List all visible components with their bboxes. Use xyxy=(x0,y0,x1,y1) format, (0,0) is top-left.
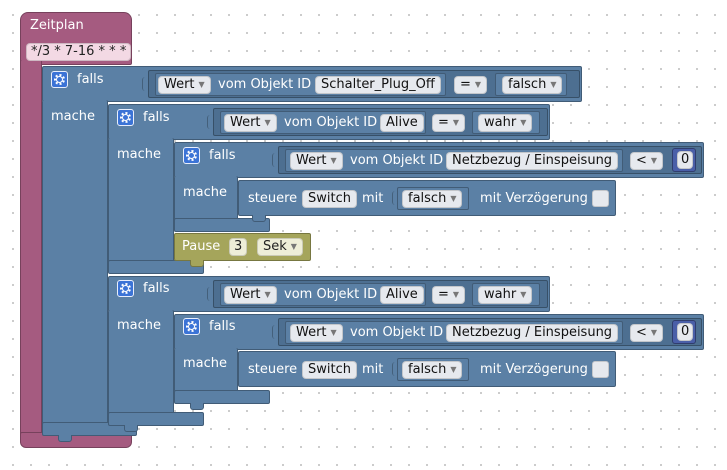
if5-number-field[interactable]: 0 xyxy=(677,323,694,341)
if3-delay-checkbox[interactable] xyxy=(592,190,609,207)
if1-mache-rail xyxy=(42,100,108,430)
if3-gear-icon[interactable] xyxy=(183,147,200,164)
if4-vom-label: vom Objekt ID xyxy=(284,287,378,302)
dropdown-arrow-icon: ▼ xyxy=(264,290,271,299)
pause-label: Pause xyxy=(182,239,221,254)
if4-falls-label: falls xyxy=(143,281,170,296)
if5-mit-label: mit xyxy=(362,362,384,377)
if5-object-id-field[interactable]: Netzbezug / Einspeisung xyxy=(446,324,619,342)
if3-falls-label: falls xyxy=(209,148,236,163)
if3-operator-dropdown[interactable]: <▼ xyxy=(630,152,664,170)
dropdown-arrow-icon: ▼ xyxy=(198,80,205,89)
dropdown-arrow-icon: ▼ xyxy=(550,80,557,89)
if3-delay-label: mit Verzögerung xyxy=(480,191,588,206)
if1-gear-icon[interactable] xyxy=(51,71,68,88)
if2-mache-label: mache xyxy=(117,147,162,162)
if3-steuere-label: steuere xyxy=(248,191,298,206)
if4-object-id-field[interactable]: Alive xyxy=(380,286,424,304)
if3-switch-field[interactable]: Switch xyxy=(302,190,357,208)
if5-gear-icon[interactable] xyxy=(183,318,200,335)
if2-operator-dropdown[interactable]: =▼ xyxy=(432,114,466,132)
if5-mache-label: mache xyxy=(183,356,228,371)
cron-field[interactable]: */3 * 7-16 * * * xyxy=(26,43,132,61)
if5-number-block[interactable]: 0 xyxy=(672,320,696,344)
if2-object-id-field[interactable]: Alive xyxy=(380,114,424,132)
if3-wert-dropdown[interactable]: Wert▼ xyxy=(290,152,343,170)
if4-mache-rail xyxy=(108,310,174,420)
if2-wert-dropdown[interactable]: Wert▼ xyxy=(224,114,277,132)
if4-footer xyxy=(108,412,204,426)
if3-number-block[interactable]: 0 xyxy=(672,148,696,172)
if5-steuere-label: steuere xyxy=(248,362,298,377)
if1-wert-dropdown[interactable]: Wert▼ xyxy=(158,76,211,94)
if1-mache-label: mache xyxy=(51,109,96,124)
if4-wert-dropdown[interactable]: Wert▼ xyxy=(224,286,277,304)
if1-value-dropdown[interactable]: falsch▼ xyxy=(502,76,563,94)
if3-mache-label: mache xyxy=(183,185,228,200)
schedule-body-rail xyxy=(20,60,42,440)
if2-vom-label: vom Objekt ID xyxy=(284,115,378,130)
if5-falls-label: falls xyxy=(209,319,236,334)
if2-falls-label: falls xyxy=(143,110,170,125)
if5-wert-dropdown[interactable]: Wert▼ xyxy=(290,324,343,342)
if3-vom-label: vom Objekt ID xyxy=(350,153,444,168)
if3-object-id-field[interactable]: Netzbezug / Einspeisung xyxy=(446,152,619,170)
if5-switch-field[interactable]: Switch xyxy=(302,361,357,379)
if5-operator-dropdown[interactable]: <▼ xyxy=(630,324,664,342)
if5-delay-label: mit Verzögerung xyxy=(480,362,588,377)
if3-number-field[interactable]: 0 xyxy=(677,151,694,169)
if2-footer xyxy=(108,260,204,274)
dropdown-arrow-icon: ▼ xyxy=(450,194,457,203)
if4-operator-dropdown[interactable]: =▼ xyxy=(432,286,466,304)
dropdown-arrow-icon: ▼ xyxy=(520,290,527,299)
if2-gear-icon[interactable] xyxy=(117,109,134,126)
dropdown-arrow-icon: ▼ xyxy=(330,156,337,165)
if5-footer xyxy=(174,390,270,404)
if4-gear-icon[interactable] xyxy=(117,280,134,297)
if4-value-dropdown[interactable]: wahr▼ xyxy=(478,286,533,304)
if3-action-value-dropdown[interactable]: falsch▼ xyxy=(402,190,463,208)
if5-mache-rail xyxy=(174,348,238,398)
if5-action-value-dropdown[interactable]: falsch▼ xyxy=(402,361,463,379)
schedule-title: Zeitplan xyxy=(30,18,84,33)
dropdown-arrow-icon: ▼ xyxy=(452,118,460,127)
dropdown-arrow-icon: ▼ xyxy=(450,365,457,374)
pause-amount-field[interactable]: 3 xyxy=(229,238,248,256)
dropdown-arrow-icon: ▼ xyxy=(650,156,658,165)
if5-vom-label: vom Objekt ID xyxy=(350,325,444,340)
if2-value-dropdown[interactable]: wahr▼ xyxy=(478,114,533,132)
if3-mit-label: mit xyxy=(362,191,384,206)
if5-delay-checkbox[interactable] xyxy=(592,361,609,378)
if1-vom-label: vom Objekt ID xyxy=(218,77,312,92)
dropdown-arrow-icon: ▼ xyxy=(650,328,658,337)
dropdown-arrow-icon: ▼ xyxy=(474,80,482,89)
if1-operator-dropdown[interactable]: =▼ xyxy=(454,76,488,94)
pause-unit-dropdown[interactable]: Sek▼ xyxy=(257,238,303,256)
if3-mache-rail xyxy=(174,176,238,226)
if1-object-id-field[interactable]: Schalter_Plug_Off xyxy=(315,76,441,94)
dropdown-arrow-icon: ▼ xyxy=(290,242,297,251)
if3-footer xyxy=(174,218,270,232)
if2-mache-rail xyxy=(108,138,174,268)
dropdown-arrow-icon: ▼ xyxy=(520,118,527,127)
if4-mache-label: mache xyxy=(117,318,162,333)
if1-falls-label: falls xyxy=(77,72,104,87)
dropdown-arrow-icon: ▼ xyxy=(264,118,271,127)
dropdown-arrow-icon: ▼ xyxy=(330,328,337,337)
dropdown-arrow-icon: ▼ xyxy=(452,290,460,299)
